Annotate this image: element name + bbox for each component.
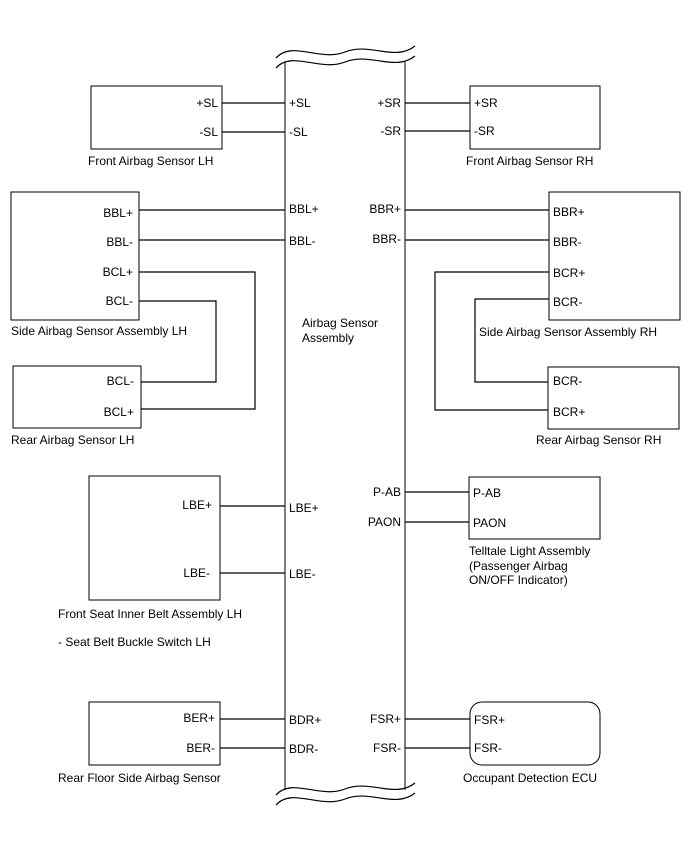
- wire-bcl-neg: [139, 300, 217, 383]
- side-rh-pin4: BCR-: [553, 295, 582, 309]
- rear-floor-pin1: BER+: [183, 711, 215, 725]
- ecu-bottom-break-upper: [275, 782, 416, 796]
- rear-rh-box: [547, 366, 680, 430]
- side-lh-pin1: BBL+: [103, 206, 133, 220]
- occupant-pin2: FSR-: [474, 741, 502, 755]
- wire-bcr-pos: [434, 271, 549, 411]
- telltale-box: [468, 476, 601, 540]
- front-lh-box: [90, 85, 223, 150]
- front-rh-box: [469, 85, 601, 150]
- rear-airbag-sensor-lh: BCL- BCL+ Rear Airbag Sensor LH: [11, 365, 142, 447]
- ecu-pin-bbr-pos: BBR+: [369, 202, 401, 216]
- ecu-pin-fsr-pos: FSR+: [370, 712, 401, 726]
- front-airbag-sensor-lh: +SL -SL Front Airbag Sensor LH: [88, 85, 223, 168]
- rear-lh-label: Rear Airbag Sensor LH: [11, 433, 134, 447]
- front-lh-label: Front Airbag Sensor LH: [88, 154, 213, 168]
- front-airbag-sensor-rh: +SR -SR Front Airbag Sensor RH: [466, 85, 601, 168]
- ecu-top-break-upper: [275, 45, 416, 59]
- side-rh-label: Side Airbag Sensor Assembly RH: [479, 325, 657, 339]
- side-rh-pin3: BCR+: [553, 266, 585, 280]
- airbag-sensor-assembly: Airbag Sensor Assembly +SL -SL BBL+ BBL-…: [275, 45, 416, 806]
- ecu-top-break-lower: [275, 55, 416, 69]
- side-lh-box: [10, 191, 140, 321]
- wire-bcl-pos: [139, 271, 256, 410]
- ecu-pin-bbr-neg: BBR-: [372, 232, 401, 246]
- ecu-pin-sl-neg: -SL: [289, 125, 308, 139]
- rear-airbag-sensor-rh: BCR- BCR+ Rear Airbag Sensor RH: [536, 366, 680, 447]
- ecu-pin-lbe-pos: LBE+: [289, 501, 319, 515]
- wire-bcr-neg: [474, 298, 549, 383]
- occupant-pin1: FSR+: [474, 713, 505, 727]
- rear-lh-pin2: BCL+: [104, 405, 134, 419]
- belt-label: Front Seat Inner Belt Assembly LH: [58, 607, 242, 621]
- ecu-pin-paon: PAON: [368, 515, 401, 529]
- rear-floor-pin2: BER-: [186, 741, 215, 755]
- telltale-pin1: P-AB: [473, 486, 501, 500]
- ecu-pin-fsr-neg: FSR-: [373, 741, 401, 755]
- front-rh-label: Front Airbag Sensor RH: [466, 154, 593, 168]
- side-rh-pin2: BBR-: [553, 235, 582, 249]
- side-lh-pin4: BCL-: [106, 294, 133, 308]
- occupant-box: [469, 701, 601, 766]
- ecu-pin-pab: P-AB: [373, 485, 401, 499]
- ecu-pin-bbl-neg: BBL-: [289, 234, 316, 248]
- ecu-pin-lbe-neg: LBE-: [289, 567, 316, 581]
- side-rh-box: [548, 191, 681, 321]
- rear-lh-box: [12, 365, 142, 429]
- side-lh-label: Side Airbag Sensor Assembly LH: [11, 324, 187, 338]
- rear-floor-side-airbag-sensor: BER+ BER- Rear Floor Side Airbag Sensor: [58, 701, 221, 785]
- rear-rh-label: Rear Airbag Sensor RH: [536, 433, 661, 447]
- side-lh-pin2: BBL-: [106, 235, 133, 249]
- rear-lh-pin1: BCL-: [107, 374, 134, 388]
- ecu-pin-sr-pos: +SR: [377, 96, 401, 110]
- side-lh-pin3: BCL+: [103, 265, 133, 279]
- rear-rh-pin2: BCR+: [553, 405, 585, 419]
- side-airbag-sensor-assembly-lh: BBL+ BBL- BCL+ BCL- Side Airbag Sensor A…: [10, 191, 187, 338]
- ecu-label-line2: Assembly: [302, 331, 354, 345]
- side-airbag-sensor-assembly-rh: BBR+ BBR- BCR+ BCR- Side Airbag Sensor A…: [479, 191, 681, 339]
- ecu-pin-bdr-neg: BDR-: [289, 742, 318, 756]
- ecu-bottom-break-lower: [275, 792, 416, 806]
- rear-floor-box: [88, 701, 221, 766]
- belt-box: [88, 475, 221, 601]
- ecu-pin-sl-pos: +SL: [289, 96, 311, 110]
- telltale-pin2: PAON: [473, 516, 506, 530]
- front-lh-pin2: -SL: [199, 125, 218, 139]
- front-rh-pin2: -SR: [474, 124, 495, 138]
- belt-sublabel: - Seat Belt Buckle Switch LH: [58, 635, 211, 649]
- front-lh-pin1: +SL: [196, 96, 218, 110]
- ecu-pin-sr-neg: -SR: [380, 124, 401, 138]
- rear-floor-label: Rear Floor Side Airbag Sensor: [58, 771, 221, 785]
- ecu-pin-bdr-pos: BDR+: [289, 713, 321, 727]
- side-rh-pin1: BBR+: [553, 205, 585, 219]
- ecu-pin-bbl-pos: BBL+: [289, 202, 319, 216]
- front-seat-inner-belt-assembly-lh: LBE+ LBE- Front Seat Inner Belt Assembly…: [58, 475, 242, 649]
- rear-rh-pin1: BCR-: [553, 374, 582, 388]
- telltale-label-line1: Telltale Light Assembly: [469, 544, 590, 558]
- belt-pin1: LBE+: [182, 498, 212, 512]
- belt-pin2: LBE-: [183, 566, 210, 580]
- telltale-light-assembly: P-AB PAON Telltale Light Assembly (Passe…: [468, 476, 601, 587]
- front-rh-pin1: +SR: [474, 96, 498, 110]
- telltale-label-line3: ON/OFF Indicator): [469, 573, 568, 587]
- occupant-detection-ecu: FSR+ FSR- Occupant Detection ECU: [463, 701, 601, 785]
- occupant-label: Occupant Detection ECU: [463, 771, 597, 785]
- ecu-label-line1: Airbag Sensor: [302, 316, 378, 330]
- telltale-label-line2: (Passenger Airbag: [469, 559, 568, 573]
